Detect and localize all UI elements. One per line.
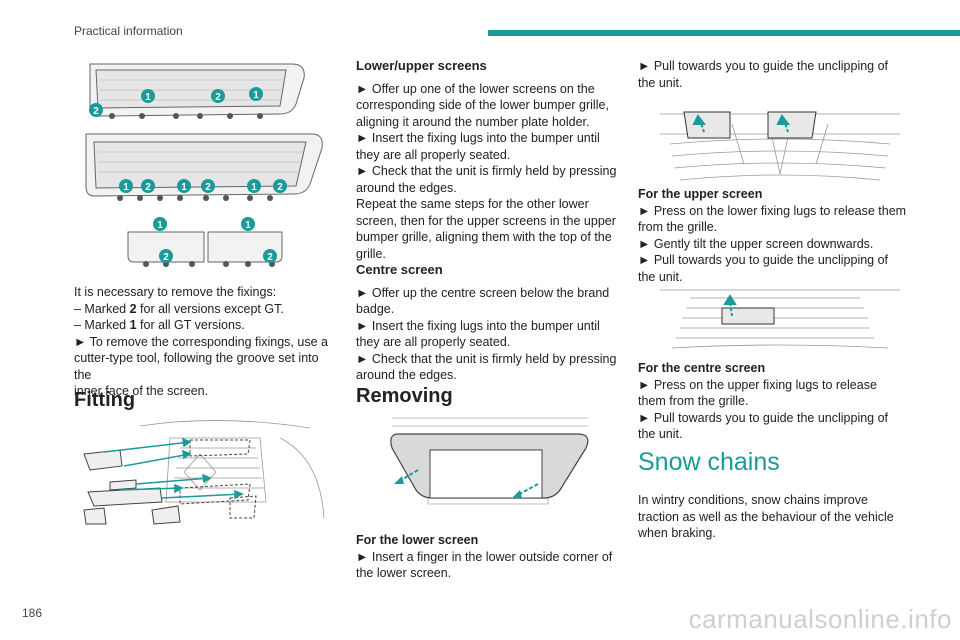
- callout-2-label: 2: [93, 106, 99, 117]
- callout-1-label: 1: [245, 220, 251, 231]
- lu-line: bumper grille, aligning them with the to…: [356, 230, 612, 244]
- lu-line: around the edges.: [356, 180, 457, 195]
- callout-1-label: 1: [251, 182, 257, 193]
- lu-line: they are all properly seated.: [356, 147, 511, 162]
- callout-2-label: 2: [215, 92, 221, 103]
- centre-line: ► Insert the fixing lugs into the bumper…: [356, 318, 600, 333]
- lu-line: ► Offer up one of the lower screens on t…: [356, 81, 595, 96]
- upper-line: the unit.: [638, 269, 683, 284]
- lower-upper-screens-heading: Lower/upper screens: [356, 58, 487, 73]
- fixings-item-1-post: for all GT versions.: [136, 318, 245, 332]
- lower-screen-heading: For the lower screen: [356, 533, 479, 547]
- watermark-text: carmanualsonline.info: [688, 604, 952, 634]
- callout-2-label: 2: [205, 182, 211, 193]
- page-header-title: Practical information: [74, 24, 183, 38]
- centre-remove-line: them from the grille.: [638, 394, 749, 408]
- fixings-item-1: – Marked 1 for all GT versions.: [74, 317, 334, 334]
- remove-step-line: ► To remove the corresponding fixings, u…: [74, 334, 328, 349]
- snow-chains-heading: Snow chains: [638, 448, 780, 476]
- centre-line: badge.: [356, 302, 395, 316]
- callout-1-label: 1: [181, 182, 187, 193]
- snow-line: traction as well as the behaviour of the…: [638, 509, 894, 524]
- centre-screen-remove-heading: For the centre screen: [638, 361, 766, 375]
- fixings-diagram: 2 1 2 1 1 2 1 2 1 2 1 2 1 2: [85, 63, 323, 267]
- callout-2-label: 2: [163, 252, 169, 263]
- lu-line: aligning it around the number plate hold…: [356, 114, 590, 129]
- centre-screen-section: Centre screen ► Offer up the centre scre…: [356, 262, 618, 384]
- fixings-item-2: – Marked 2 for all versions except GT.: [74, 301, 334, 318]
- lu-line: ► Check that the unit is firmly held by …: [356, 164, 617, 178]
- callout-2-label: 2: [145, 182, 151, 193]
- page-header-bar: [488, 30, 960, 36]
- lower-line: the lower screen.: [356, 566, 452, 580]
- removing-heading: Removing: [356, 385, 453, 407]
- centre-remove-line: the unit.: [638, 427, 683, 441]
- fixings-item-2-post: for all versions except GT.: [136, 301, 284, 316]
- centre-screen-remove-section: For the centre screen ► Press on the upp…: [638, 360, 908, 443]
- upper-screen-diagram: [660, 111, 900, 181]
- callout-2-label: 2: [277, 182, 283, 193]
- upper-screen-heading: For the upper screen: [638, 187, 763, 201]
- lower-upper-screens-section: Lower/upper screens ► Offer up one of th…: [356, 58, 618, 262]
- callout-2-label: 2: [267, 252, 273, 263]
- upper-line: ► Gently tilt the upper screen downwards…: [638, 236, 874, 251]
- centre-line: they are all properly seated.: [356, 335, 511, 349]
- fixings-item-2-num: 2: [129, 301, 137, 316]
- centre-screen-heading: Centre screen: [356, 262, 443, 277]
- fixings-text: It is necessary to remove the fixings: –…: [74, 284, 334, 400]
- callout-1-label: 1: [157, 220, 163, 231]
- fixings-item-1-pre: – Marked: [74, 318, 130, 332]
- upper-line: ► Press on the lower fixing lugs to rele…: [638, 203, 907, 218]
- fixings-item-2-pre: – Marked: [74, 301, 130, 316]
- removing-lower-screen-diagram: [390, 417, 589, 505]
- lower-screen-section: For the lower screen ► Insert a finger i…: [356, 532, 618, 582]
- lu-line: corresponding side of the lower bumper g…: [356, 98, 609, 112]
- fixings-intro: It is necessary to remove the fixings:: [74, 285, 277, 299]
- snow-chains-text: In wintry conditions, snow chains improv…: [638, 492, 908, 542]
- centre-remove-line: ► Pull towards you to guide the unclippi…: [638, 410, 889, 425]
- callout-1-label: 1: [145, 92, 151, 103]
- col3-top-line: the unit.: [638, 75, 683, 90]
- callout-1-label: 1: [123, 182, 129, 193]
- fixings-item-1-num: 1: [129, 318, 137, 332]
- fitting-diagram: [83, 420, 325, 525]
- upper-screen-section: For the upper screen ► Press on the lowe…: [638, 186, 908, 285]
- centre-line: ► Offer up the centre screen below the b…: [356, 285, 610, 300]
- remove-step-line: cutter-type tool, following the groove s…: [74, 351, 319, 382]
- snow-line: when braking.: [638, 526, 716, 540]
- lu-line: ► Insert the fixing lugs into the bumper…: [356, 131, 600, 145]
- lu-line: Repeat the same steps for the other lowe…: [356, 197, 589, 211]
- col3-top-text: ► Pull towards you to guide the unclippi…: [638, 58, 908, 91]
- upper-line: ► Pull towards you to guide the unclippi…: [638, 253, 889, 267]
- fitting-heading: Fitting: [74, 389, 136, 411]
- lower-line: ► Insert a finger in the lower outside c…: [356, 549, 613, 564]
- lu-line: screen, then for the upper screens in th…: [356, 213, 616, 228]
- centre-screen-diagram: [660, 289, 900, 349]
- callout-1-label: 1: [253, 90, 259, 101]
- upper-line: from the grille.: [638, 220, 718, 234]
- centre-line: ► Check that the unit is firmly held by …: [356, 351, 617, 366]
- centre-remove-line: ► Press on the upper fixing lugs to rele…: [638, 377, 877, 392]
- centre-line: around the edges.: [356, 368, 457, 382]
- col3-top-line: ► Pull towards you to guide the unclippi…: [638, 59, 889, 73]
- snow-line: In wintry conditions, snow chains improv…: [638, 493, 868, 507]
- remove-step-line: inner face of the screen.: [74, 384, 209, 398]
- page-number: 186: [22, 606, 43, 620]
- lu-line: grille.: [356, 246, 386, 261]
